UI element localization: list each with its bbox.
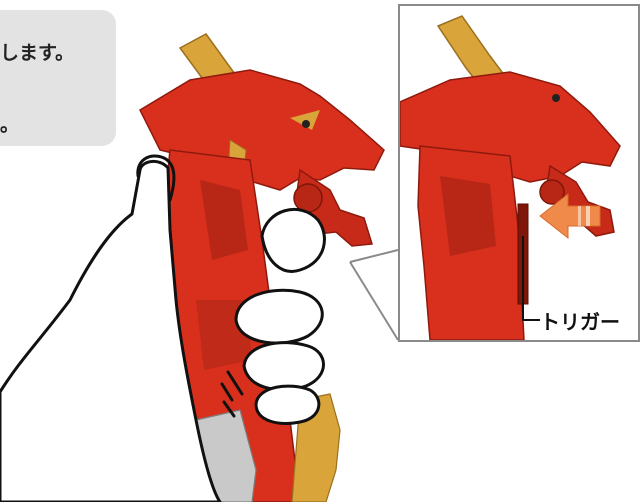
- callout-connector-lower: [350, 262, 398, 340]
- trigger-label: トリガー: [540, 306, 620, 335]
- callout-connector: [350, 250, 398, 262]
- closeup-inset: [398, 4, 640, 342]
- closeup-figure: [400, 6, 638, 340]
